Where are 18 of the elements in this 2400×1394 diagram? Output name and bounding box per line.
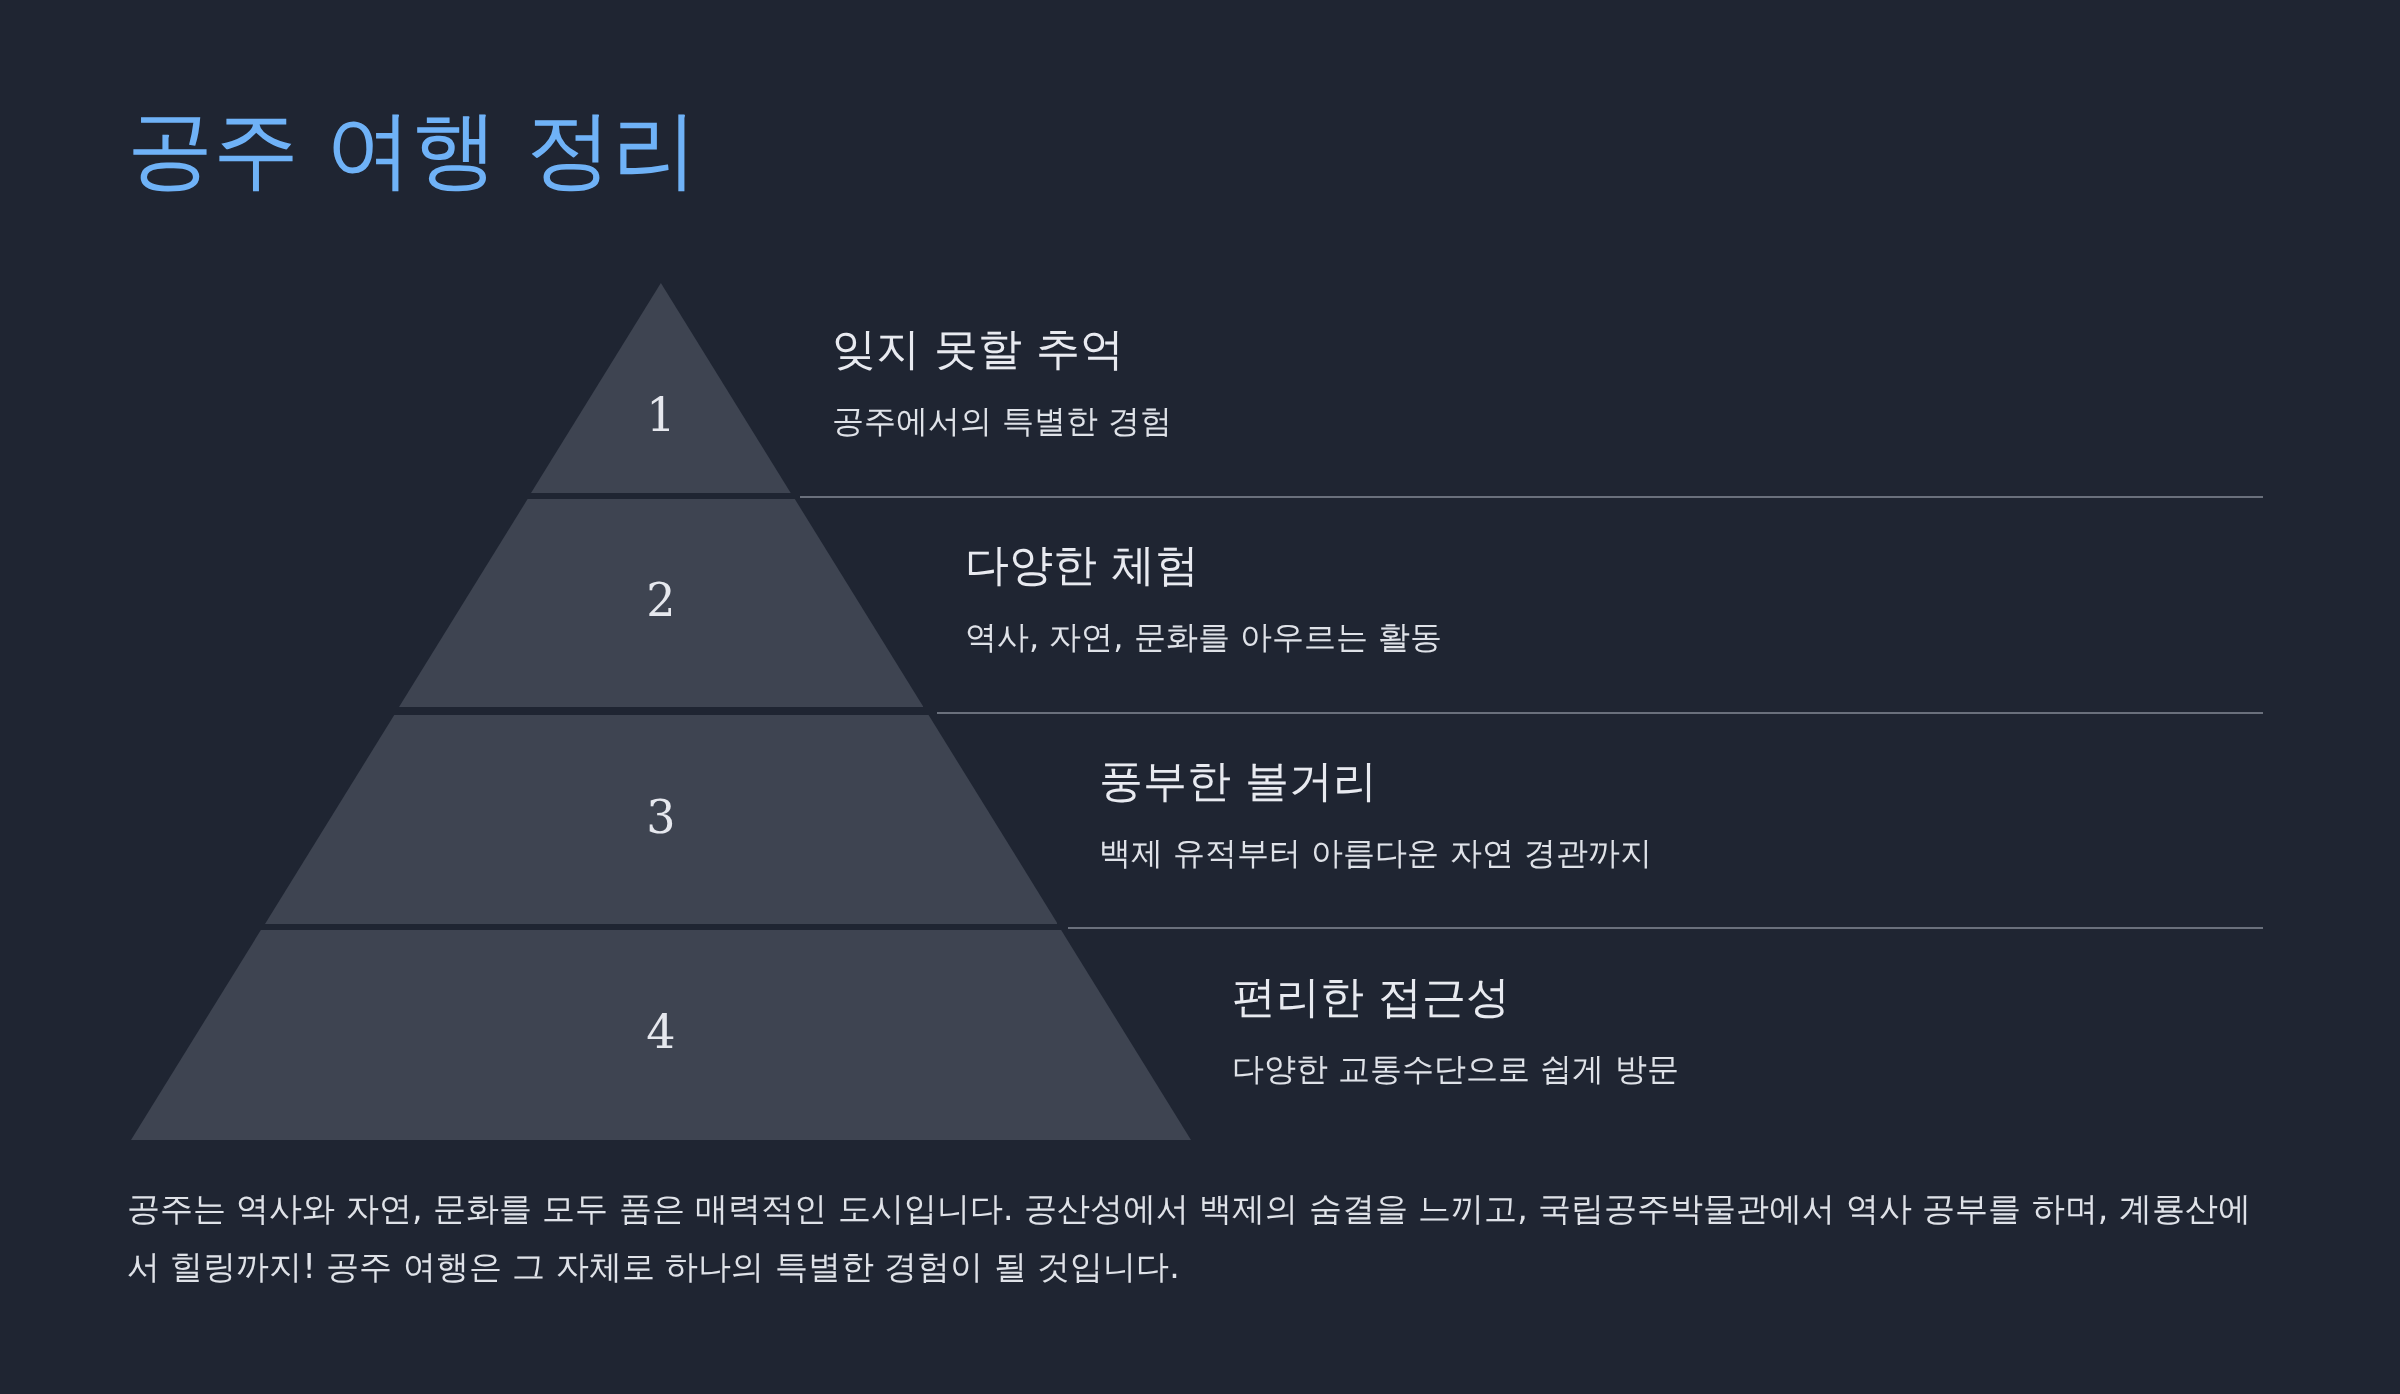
pyramid-level-trapezoid [131,930,1191,1140]
level-number: 1 [645,388,677,442]
level-number: 4 [645,1005,677,1059]
level-heading: 잊지 못할 추억 [832,322,1124,376]
pyramid-top-triangle [531,283,791,493]
summary-paragraph: 공주는 역사와 자연, 문화를 모두 품은 매력적인 도시입니다. 공산성에서 백제의 숨결을 느끼고, 국립공주박물관에서 역사 공부를 하며, 계룡산에서 힐링까지! 공주 여행은 그 자체로 하나의 특별한 경험이 될 것입니다. [127,1188,2252,1288]
level-description: 공주에서의 특별한 경험 [832,401,1173,442]
slide-title: 공주 여행 정리 [127,100,698,199]
pyramid-level-trapezoid [264,715,1058,924]
level-number: 2 [645,573,677,627]
pyramid-level-trapezoid [398,499,924,707]
level-heading: 편리한 접근성 [1232,970,1510,1024]
level-description: 역사, 자연, 문화를 아우르는 활동 [965,617,1443,658]
level-heading: 다양한 체험 [965,538,1199,592]
level-description: 다양한 교통수단으로 쉽게 방문 [1232,1049,1679,1090]
level-heading: 풍부한 볼거리 [1099,754,1377,808]
level-description: 백제 유적부터 아름다운 자연 경관까지 [1099,833,1652,874]
level-number: 3 [645,789,677,844]
